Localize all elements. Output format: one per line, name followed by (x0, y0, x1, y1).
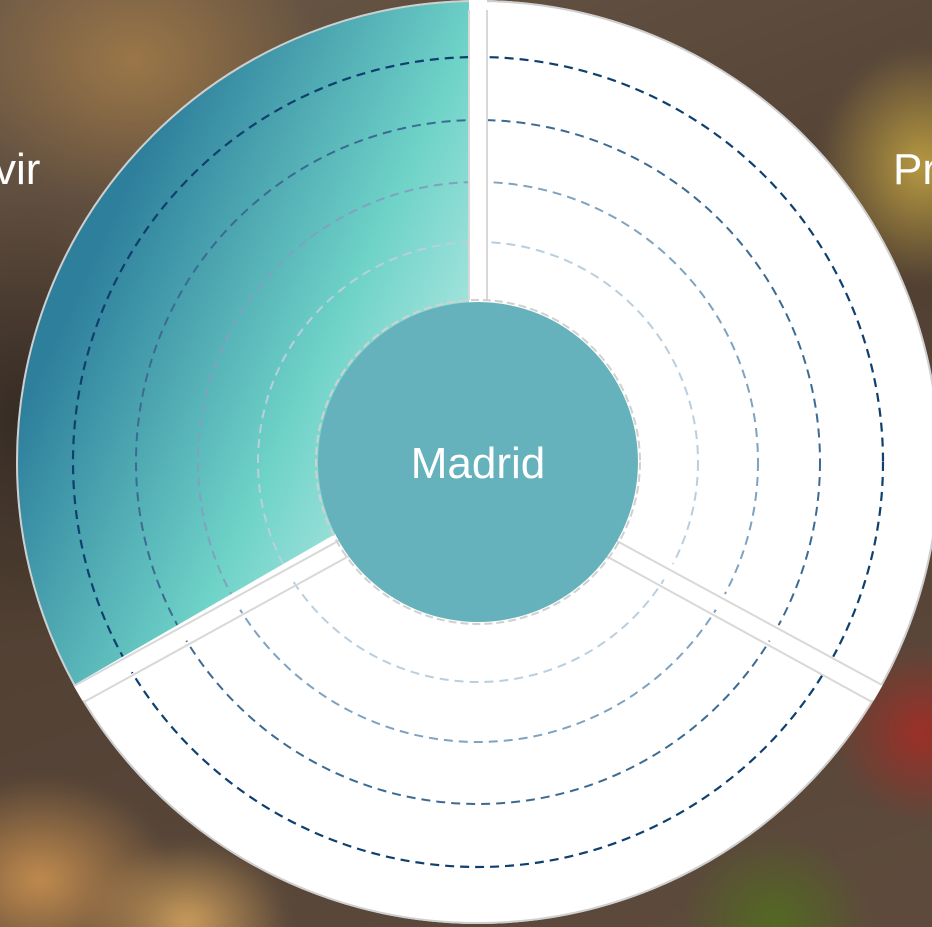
ring-3 (197, 181, 759, 743)
divider-right-edge-top (614, 539, 883, 686)
divider-left-edge-top (73, 539, 341, 687)
divider-left-edge-bottom (83, 555, 350, 703)
right-category-label: Pr (893, 145, 932, 194)
center-label: Madrid (411, 439, 546, 488)
segment-bottom[interactable] (77, 462, 879, 924)
center-hub-border (315, 299, 641, 625)
divider-edges (73, 10, 883, 703)
divider-right-edge-bottom (605, 555, 873, 703)
left-category-label: vir (0, 145, 41, 194)
center-hub[interactable] (318, 302, 638, 622)
